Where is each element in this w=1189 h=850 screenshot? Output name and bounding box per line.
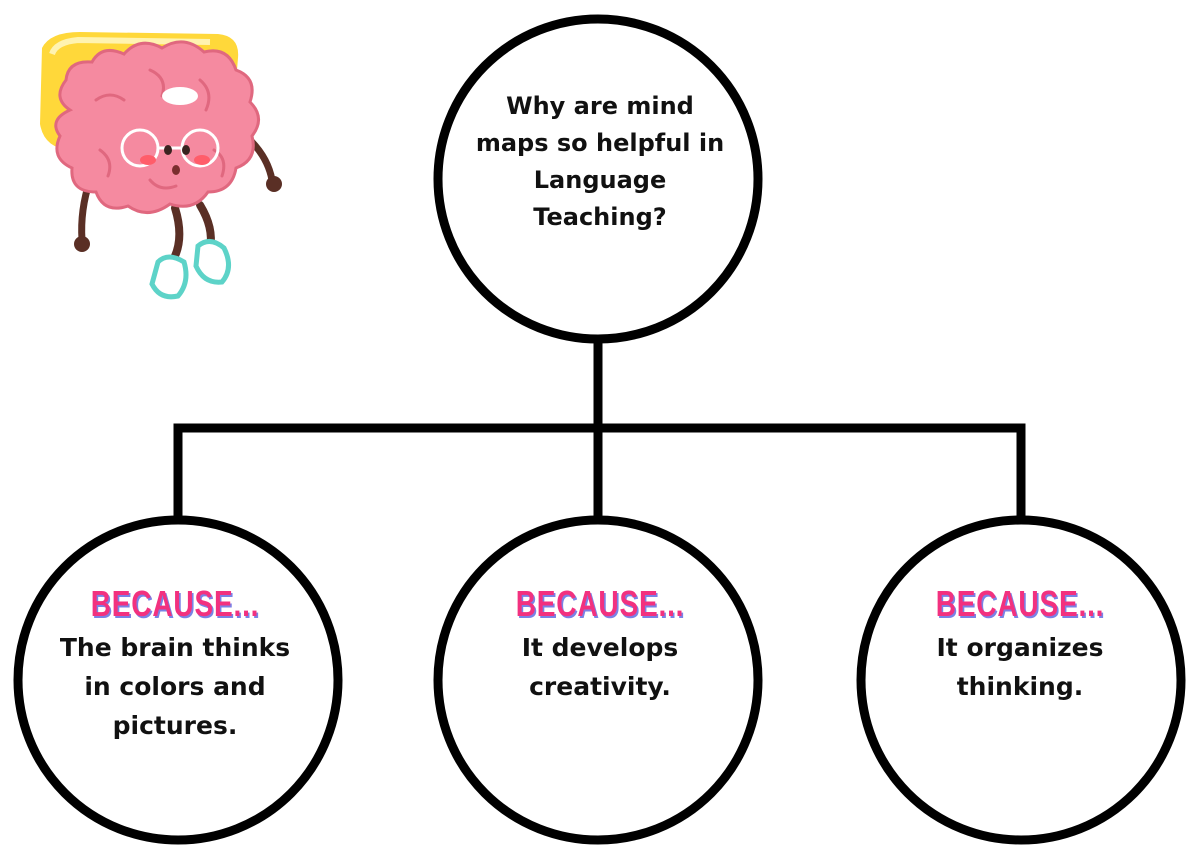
branch-line: It develops <box>521 633 679 662</box>
root-node-circle <box>433 14 763 344</box>
left-leg <box>168 204 184 266</box>
branch-node-3: BECAUSE... It organizes thinking. <box>875 582 1165 706</box>
brain-body <box>54 40 260 214</box>
brain-highlight <box>162 87 198 105</box>
branch-line: in colors and <box>84 672 266 701</box>
because-label: BECAUSE... <box>935 583 1105 624</box>
branch-node-circle-1 <box>13 515 343 845</box>
branch-node-1: BECAUSE... The brain thinks in colors an… <box>30 582 320 745</box>
root-line: Teaching? <box>533 203 667 231</box>
branch-node-2: BECAUSE... It develops creativity. <box>455 582 745 706</box>
root-line: Language <box>533 166 667 194</box>
cheek-right <box>194 155 210 165</box>
branch-line: thinking. <box>956 672 1084 701</box>
mouth <box>172 165 180 175</box>
because-label: BECAUSE... <box>90 583 260 624</box>
because-label: BECAUSE... <box>515 583 685 624</box>
cheek-left <box>140 155 156 165</box>
branch-line: creativity. <box>529 672 671 701</box>
root-line: maps so helpful in <box>475 129 725 157</box>
connector-lines <box>173 333 1026 525</box>
branch-line: pictures. <box>112 711 238 740</box>
branch-line: It organizes <box>936 633 1104 662</box>
eye-left <box>164 145 172 155</box>
root-line: Why are mind <box>506 92 694 120</box>
brain-illustration <box>40 32 282 300</box>
right-shoe <box>193 239 231 285</box>
eye-right <box>182 145 190 155</box>
root-question: Why are mind maps so helpful in Language… <box>455 88 745 236</box>
branch-node-circle-2 <box>433 515 763 845</box>
branch-node-circle-3 <box>856 515 1186 845</box>
left-shoe <box>149 254 189 300</box>
branch-line: The brain thinks <box>59 633 291 662</box>
